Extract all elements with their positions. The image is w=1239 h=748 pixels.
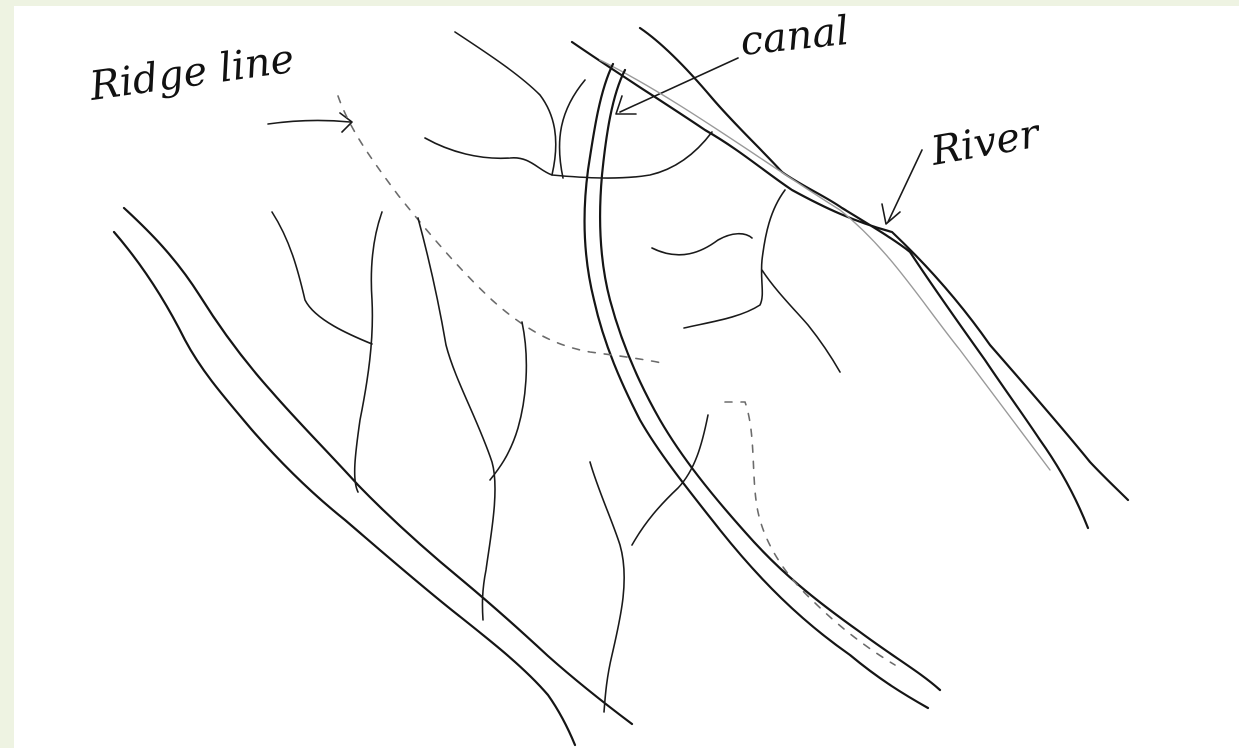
river: [572, 28, 1128, 528]
canal: [585, 64, 940, 708]
ridge-line-arrow: [268, 113, 352, 132]
label-canal: canal: [738, 8, 851, 65]
left-stream: [114, 208, 632, 745]
drainage-lines: [272, 32, 840, 712]
label-river: River: [927, 110, 1045, 175]
river-arrow: [882, 150, 922, 224]
label-ridge-line: Ridge line: [86, 36, 297, 110]
